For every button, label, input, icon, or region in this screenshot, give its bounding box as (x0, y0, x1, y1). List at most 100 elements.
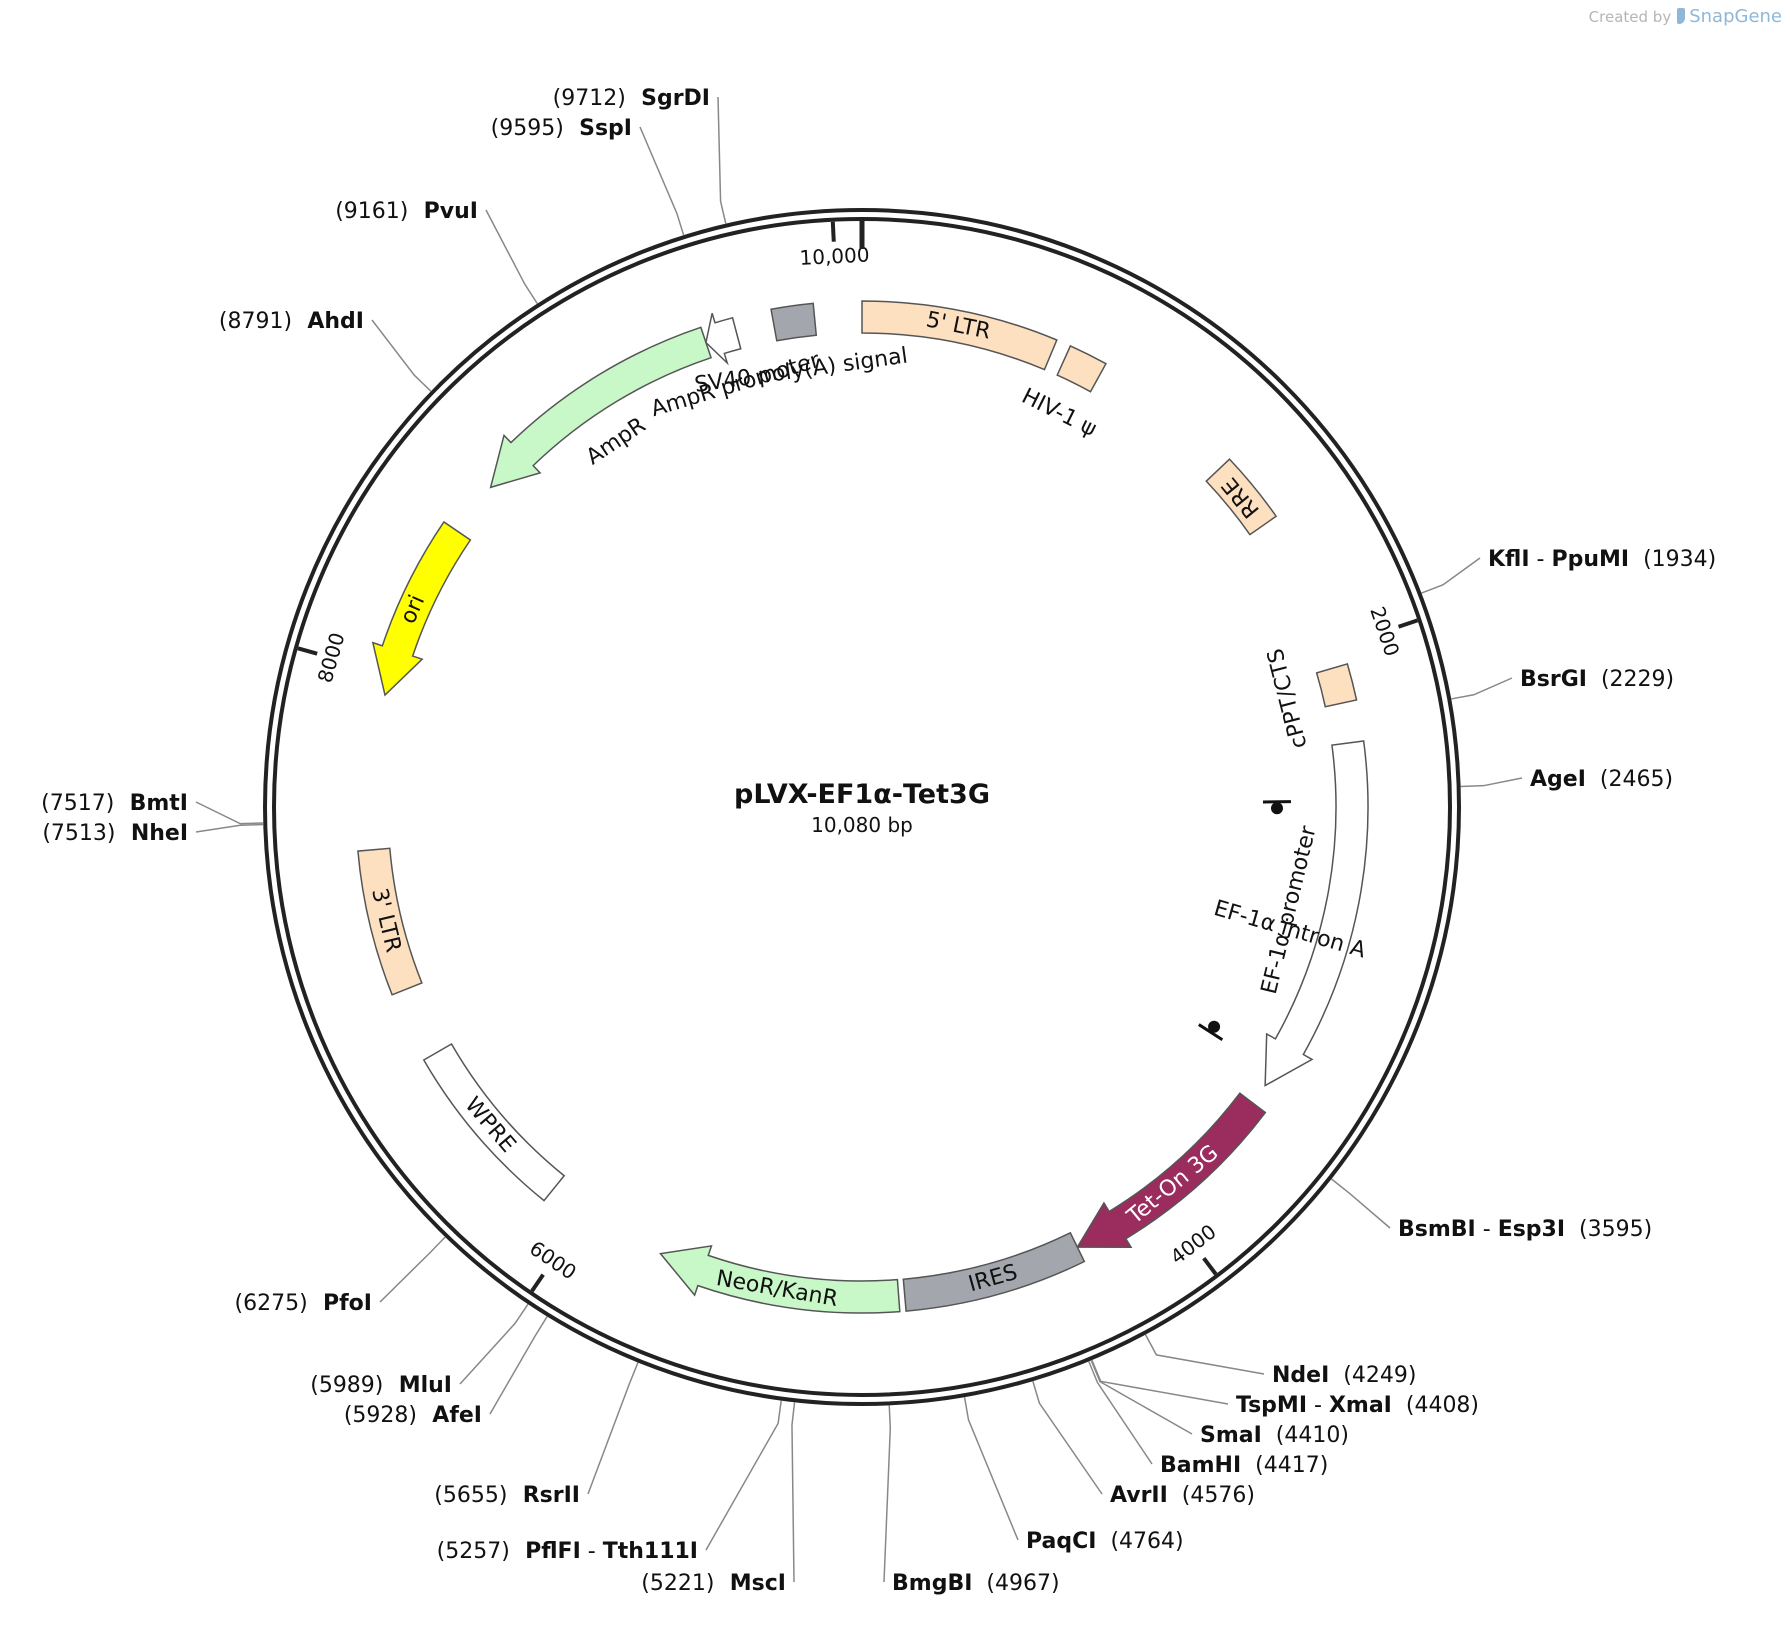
credit-prefix: Created by (1588, 8, 1672, 26)
tick-label-2000: 2000 (1365, 603, 1404, 659)
feature-shape (770, 302, 818, 342)
site-label: KflI - PpuMI (1934) (1488, 547, 1716, 572)
site-leader-line (459, 1303, 529, 1385)
site-bsmbi-esp3i[interactable]: BsmBI - Esp3I (3595) (1331, 1178, 1652, 1242)
site-name: AhdI (292, 309, 364, 334)
site-name: BmtI (114, 791, 188, 816)
feature-ori[interactable]: ori (371, 520, 472, 697)
site-label: AgeI (2465) (1530, 767, 1673, 792)
site-name: Esp3I (1498, 1217, 1565, 1242)
site-leader-line (1331, 1178, 1391, 1229)
site-name: SmaI (1200, 1423, 1262, 1448)
site-label: PaqCI (4764) (1026, 1529, 1184, 1554)
site-mlui[interactable]: (5989) MluI (310, 1303, 529, 1398)
site-position: (7517) (41, 791, 114, 816)
site-leader-line (195, 823, 264, 833)
feature-shape (659, 1244, 901, 1314)
site-position: (7513) (42, 821, 115, 846)
feature-3-ltr[interactable]: 3' LTR (357, 847, 423, 996)
credit-brand: SnapGene (1689, 6, 1782, 27)
feature-shape (371, 520, 472, 697)
site-label: TspMI - XmaI (4408) (1236, 1393, 1479, 1418)
site-position: (4410) (1262, 1423, 1349, 1448)
site-position: (1934) (1629, 547, 1716, 572)
site-sgrdi[interactable]: (9712) SgrDI (553, 86, 727, 224)
site-bsrgi[interactable]: BsrGI (2229) (1451, 667, 1674, 700)
site-paqci[interactable]: PaqCI (4764) (963, 1397, 1184, 1554)
site-agei[interactable]: AgeI (2465) (1460, 767, 1673, 792)
site-bmgbi[interactable]: BmgBI (4967) (883, 1405, 1060, 1596)
site-ahdi[interactable]: (8791) AhdI (219, 309, 432, 392)
site-kfli-ppumi[interactable]: KflI - PpuMI (1934) (1421, 547, 1716, 594)
tick-label-6000: 6000 (525, 1236, 581, 1285)
site-ndei[interactable]: NdeI (4249) (1144, 1334, 1417, 1388)
site-name: Tth111I (603, 1539, 698, 1564)
feature-shape (705, 313, 742, 366)
site-nhei[interactable]: (7513) NheI (42, 821, 264, 846)
site-bmti[interactable]: (7517) BmtI (41, 791, 264, 825)
site-position: (5221) (641, 1571, 714, 1596)
site-tspmi-xmai[interactable]: TspMI - XmaI (4408) (1091, 1359, 1479, 1418)
site-name: TspMI (1236, 1393, 1307, 1418)
feature-label: Tet-On 3G (1122, 1140, 1223, 1230)
feature-5-ltr[interactable]: 5' LTR (861, 300, 1058, 371)
feature-shape (489, 326, 712, 489)
feature-wpre[interactable]: WPRE (422, 1042, 566, 1202)
feature-ires[interactable]: IRES (902, 1231, 1086, 1312)
site-name: KflI (1488, 547, 1530, 572)
site-leader-line (1421, 557, 1481, 594)
site-label: (5989) MluI (310, 1373, 452, 1398)
site-position: (4967) (972, 1571, 1059, 1596)
site-smai[interactable]: SmaI (4410) (1090, 1360, 1349, 1448)
tick-10000 (830, 221, 836, 242)
feature-tet-on-3g[interactable]: Tet-On 3G (1076, 1092, 1267, 1249)
site-label: SmaI (4410) (1200, 1423, 1349, 1448)
site-leader-line (717, 96, 727, 224)
site-avrii[interactable]: AvrII (4576) (1032, 1380, 1255, 1508)
site-separator: - (1307, 1393, 1329, 1418)
site-label: (9595) SspI (491, 116, 632, 141)
site-position: (5655) (434, 1483, 507, 1508)
intron-marker (1198, 1023, 1224, 1042)
feature-shape (357, 847, 423, 996)
site-leader-line (963, 1397, 1019, 1541)
site-position: (4249) (1329, 1363, 1416, 1388)
site-name: NheI (116, 821, 189, 846)
site-name: RsrII (507, 1483, 580, 1508)
site-position: (2229) (1587, 667, 1674, 692)
site-position: (3595) (1565, 1217, 1652, 1242)
site-name: PpuMI (1551, 547, 1629, 572)
site-name: BsmBI (1398, 1217, 1476, 1242)
site-label: AvrII (4576) (1110, 1483, 1255, 1508)
feature-neor-kanr[interactable]: NeoR/KanR (659, 1244, 901, 1314)
site-pfoi[interactable]: (6275) PfoI (235, 1236, 446, 1316)
feature-rre[interactable]: RRE (1205, 458, 1278, 536)
site-msci[interactable]: (5221) MscI (641, 1402, 796, 1596)
site-sspi[interactable]: (9595) SspI (491, 116, 685, 236)
site-name: MscI (714, 1571, 786, 1596)
site-pflfi-tth111i[interactable]: (5257) PflFI - Tth111I (437, 1400, 782, 1564)
snapgene-logo-icon (1677, 8, 1686, 24)
site-separator: - (1530, 547, 1552, 572)
feature-label: cPPT/CTS (1263, 646, 1313, 751)
site-name: PflFI (510, 1539, 581, 1564)
feature-cppt-cts[interactable]: cPPT/CTS (1263, 646, 1358, 751)
site-label: (8791) AhdI (219, 309, 364, 334)
site-leader-line (587, 1362, 639, 1495)
site-leader-line (705, 1400, 782, 1551)
site-rsrii[interactable]: (5655) RsrII (434, 1362, 639, 1508)
plasmid-name: pLVX-EF1α-Tet3G (734, 779, 990, 810)
site-bamhi[interactable]: BamHI (4417) (1088, 1361, 1328, 1478)
restriction-sites: (9712) SgrDI(9595) SspI (9161) PvuI (8791)… (41, 86, 1716, 1596)
site-leader-line (1032, 1380, 1103, 1495)
site-pvui[interactable]: (9161) PvuI (335, 199, 538, 305)
site-leader-line (791, 1402, 796, 1583)
site-label: BamHI (4417) (1160, 1453, 1328, 1478)
site-afei[interactable]: (5928) AfeI (344, 1316, 548, 1428)
feature-label: AmpR (582, 413, 650, 470)
plasmid-length: 10,080 bp (811, 813, 913, 837)
feature-shape (422, 1042, 566, 1202)
site-leader-line (1091, 1359, 1229, 1405)
site-leader-line (1460, 777, 1523, 788)
site-leader-line (1090, 1360, 1193, 1435)
